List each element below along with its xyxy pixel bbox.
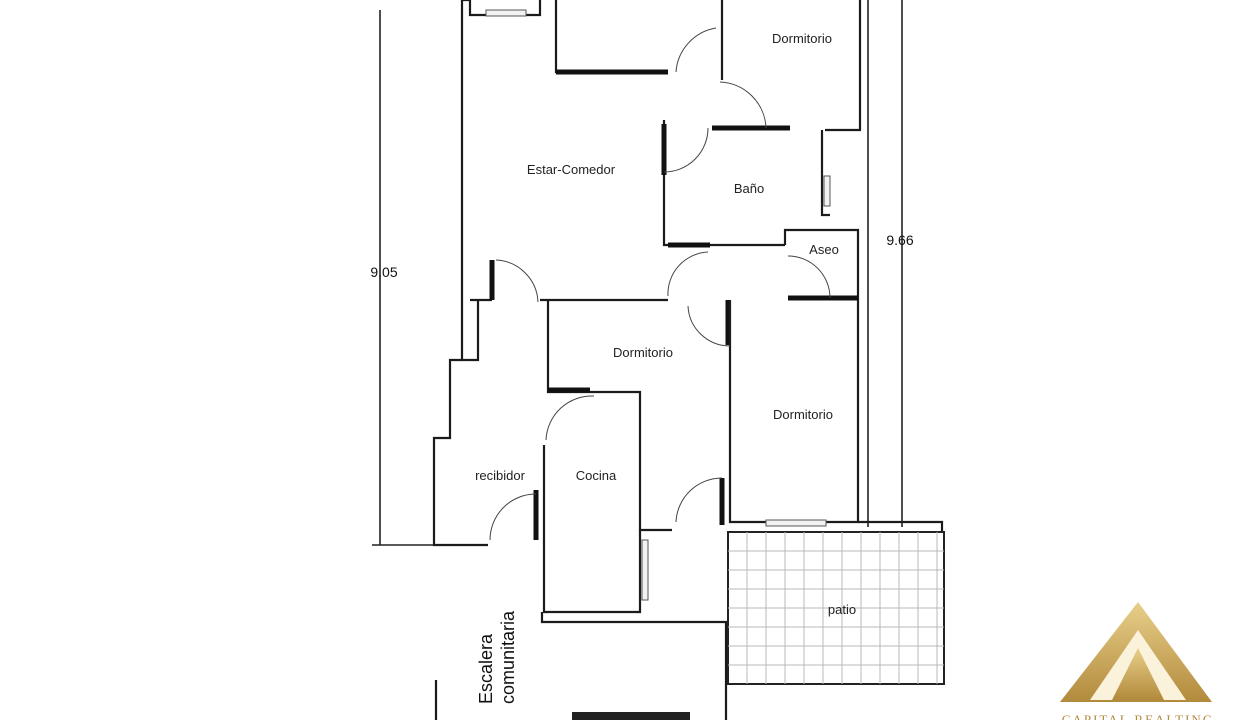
stair-label-line2: comunitaria (498, 610, 518, 704)
dimension-label-right: 9.66 (886, 232, 913, 248)
windows (485, 9, 831, 601)
room-label-estar-comedor: Estar-Comedor (527, 162, 616, 177)
dimension-label-left: 9.05 (370, 264, 397, 280)
dimension-line-left (372, 10, 440, 546)
room-label-aseo: Aseo (809, 242, 839, 257)
room-label-dormitorio-top: Dormitorio (772, 31, 832, 46)
stair-label-group: Escalera comunitaria (476, 610, 518, 704)
outer-walls (432, 0, 944, 720)
logo-text: CAPITAL REALTING (1062, 712, 1214, 720)
room-label-cocina: Cocina (576, 468, 617, 483)
bottom-partial-heading (572, 712, 690, 720)
dimension-line-right (867, 0, 903, 527)
patio-grid (727, 531, 945, 685)
room-label-bano: Baño (734, 181, 764, 196)
stair-label-line1: Escalera (476, 633, 496, 704)
room-label-recibidor: recibidor (475, 468, 526, 483)
door-arcs (489, 27, 831, 541)
room-label-dormitorio-right: Dormitorio (773, 407, 833, 422)
room-label-patio: patio (828, 602, 856, 617)
room-label-dormitorio-middle: Dormitorio (613, 345, 673, 360)
brand-logo: CAPITAL REALTING (1060, 602, 1214, 720)
